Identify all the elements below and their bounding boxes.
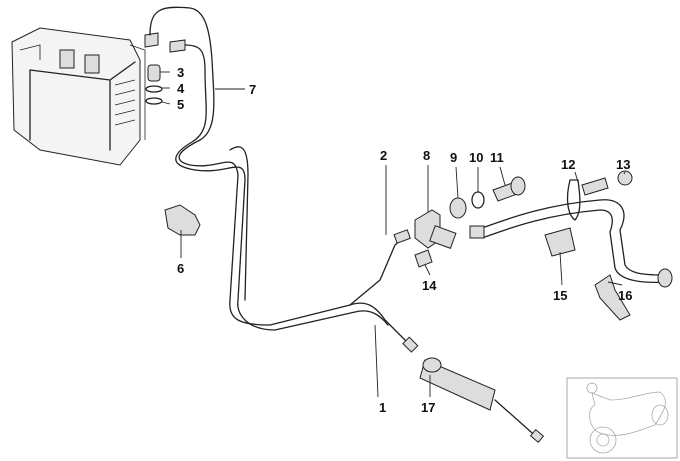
callout-5[interactable]: 5 [177, 97, 184, 112]
callout-15[interactable]: 15 [553, 288, 567, 303]
hose-16[interactable] [469, 199, 673, 321]
leader-lines [160, 71, 626, 398]
part-13-nut[interactable] [617, 170, 633, 186]
callout-4[interactable]: 4 [177, 81, 185, 96]
motorcycle-thumbnail[interactable] [566, 377, 678, 459]
callout-6[interactable]: 6 [177, 261, 184, 276]
parts-9-10-11[interactable] [449, 176, 526, 219]
callout-8[interactable]: 8 [423, 148, 430, 163]
callout-3[interactable]: 3 [177, 65, 184, 80]
part-14-bolt[interactable] [414, 249, 433, 268]
callout-13[interactable]: 13 [616, 157, 630, 172]
callout-16[interactable]: 16 [618, 288, 632, 303]
callout-9[interactable]: 9 [450, 150, 457, 165]
parts-3-4-5[interactable] [144, 32, 186, 105]
callout-7[interactable]: 7 [249, 82, 256, 97]
callout-11[interactable]: 11 [490, 150, 504, 165]
part-17-master-cylinder[interactable] [419, 357, 545, 443]
part-6-clip[interactable] [164, 204, 201, 236]
abs-unit[interactable] [11, 27, 146, 166]
callout-14[interactable]: 14 [422, 278, 437, 293]
callout-10[interactable]: 10 [469, 150, 483, 165]
callout-2[interactable]: 2 [380, 148, 387, 163]
brake-line[interactable] [149, 6, 419, 353]
callout-1[interactable]: 1 [379, 400, 386, 415]
callout-12[interactable]: 12 [561, 157, 575, 172]
part-12-clip[interactable] [566, 179, 581, 221]
callout-17[interactable]: 17 [421, 400, 435, 415]
part-12-bolt[interactable] [581, 177, 609, 196]
part-8-fitting[interactable] [414, 209, 457, 249]
